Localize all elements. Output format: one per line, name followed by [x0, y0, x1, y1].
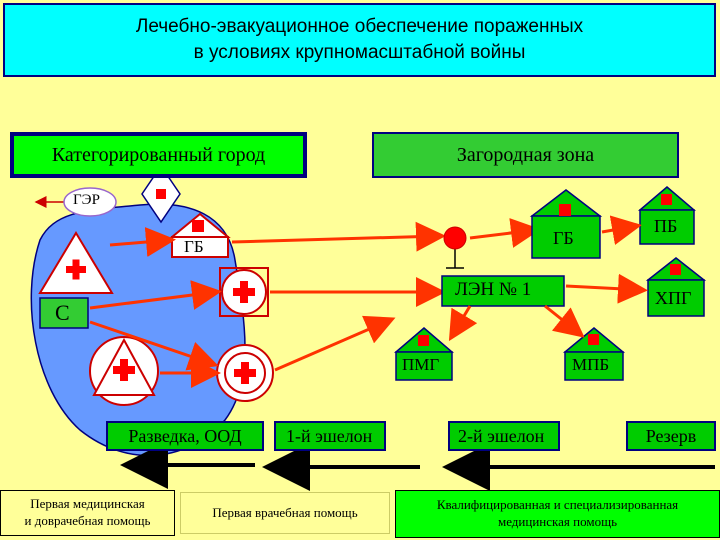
arrow-tri-to-gb — [109, 227, 176, 257]
echelon-reserve: Резерв — [626, 421, 716, 451]
mpb-label: МПБ — [572, 355, 610, 374]
double-circle-unit-icon — [216, 344, 274, 402]
evac-point-pin-icon — [443, 226, 467, 269]
city-label-box: Категорированный город — [10, 132, 307, 178]
len-label: ЛЭН № 1 — [455, 279, 532, 300]
qualified-aid-line-1: Квалифицированная и специализированная — [436, 497, 679, 513]
arrow-s-to-square — [89, 280, 222, 310]
hpg-label: ХПГ — [655, 288, 692, 308]
ger-label: ГЭР — [73, 192, 100, 208]
first-aid-line-1: Первая медицинская — [30, 496, 145, 512]
circle-triangle-unit-icon — [89, 336, 159, 406]
mpb-house-icon — [562, 327, 626, 381]
pmg-house-icon — [393, 327, 455, 381]
ger-oval — [63, 187, 117, 217]
pb-label: ПБ — [654, 216, 678, 236]
len-box — [441, 275, 565, 307]
qualified-aid-line-2: медицинская помощь — [497, 514, 618, 529]
title-line-1: Лечебно-эвакуационное обеспечение пораже… — [135, 16, 584, 38]
doctor-aid-box: Первая врачебная помощь — [180, 492, 390, 534]
zone-label-box: Загородная зона — [372, 132, 679, 178]
echelon-first: 1-й эшелон — [274, 421, 386, 451]
arrow-s-to-circle — [89, 320, 219, 371]
arrow-gb-to-pin — [231, 221, 446, 252]
first-aid-line-2: и доврачебная помощь — [24, 513, 151, 528]
arrow-circle-to-len — [274, 315, 396, 372]
echelon-second: 2-й эшелон — [448, 421, 560, 451]
page-title: Лечебно-эвакуационное обеспечение пораже… — [3, 3, 716, 77]
arrow-len-to-pmg — [448, 305, 478, 342]
arrow-pin-to-gb-zone — [469, 218, 541, 248]
pmg-label: ПМГ — [402, 355, 440, 374]
arrow-len-to-mpb — [544, 304, 585, 338]
gb-zone-label: ГБ — [553, 228, 574, 248]
s-box — [39, 297, 89, 329]
pb-house-icon — [637, 186, 697, 245]
first-aid-box: Первая медицинская и доврачебная помощь — [0, 490, 175, 536]
arrow-gb-to-pb — [601, 215, 642, 245]
s-label: С — [55, 300, 70, 325]
gb-zone-house-icon — [529, 189, 603, 259]
diamond-post-icon — [141, 164, 181, 224]
arrow-len-to-hpg — [565, 273, 648, 304]
echelon-recon: Разведка, ООД — [106, 421, 264, 451]
gb-city-house-icon — [169, 212, 231, 258]
title-line-2: в условиях крупномасштабной войны — [193, 42, 526, 63]
qualified-aid-box: Квалифицированная и специализированная м… — [395, 490, 720, 538]
hpg-house-icon — [645, 257, 707, 317]
triangle-unit-icon — [38, 231, 114, 294]
gb-city-label: ГБ — [184, 237, 204, 256]
